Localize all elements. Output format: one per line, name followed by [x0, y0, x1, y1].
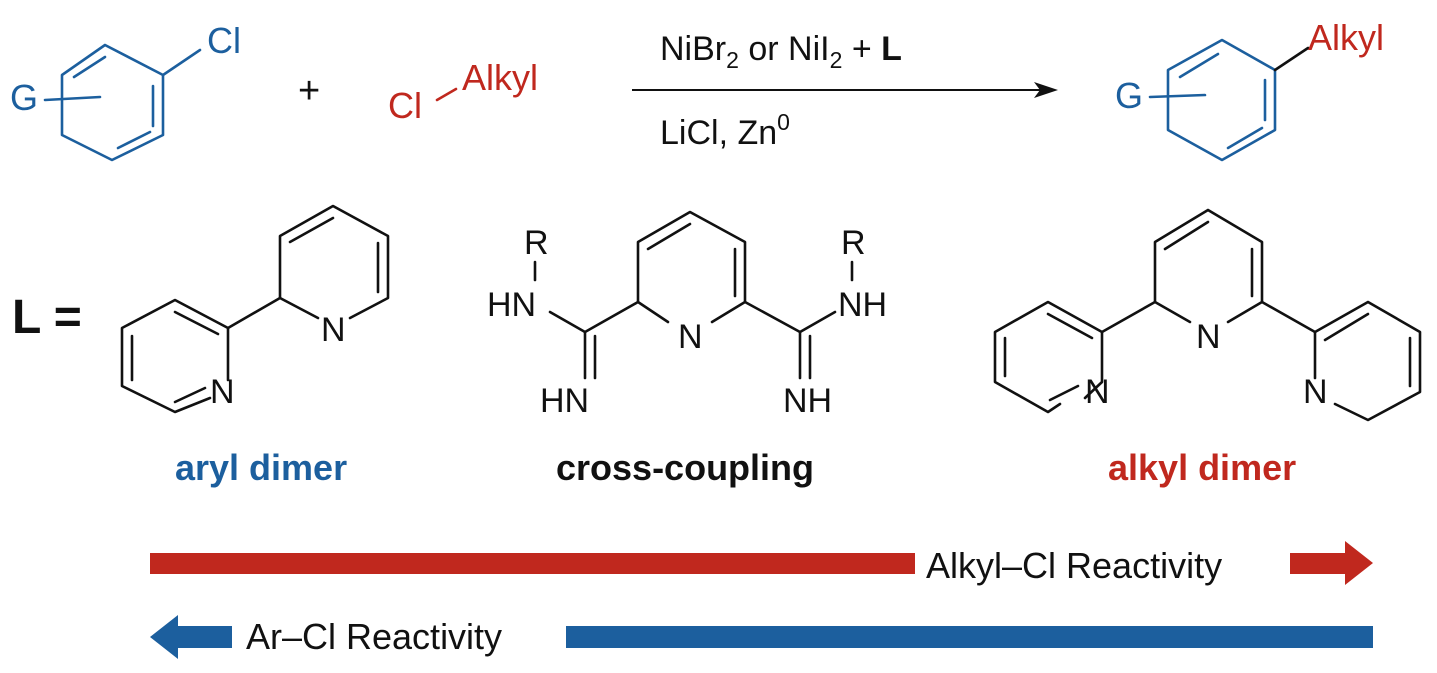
- amidine-nh-right: NH: [838, 286, 887, 324]
- amidine-r-left: R: [524, 224, 549, 262]
- amidine-n-center: N: [678, 318, 703, 356]
- caption-alkyl-dimer: alkyl dimer: [1108, 447, 1296, 488]
- amidine-ligand: R HN HN N R NH NH cross-coupling: [487, 210, 887, 488]
- caption-cross-coupling: cross-coupling: [556, 447, 814, 488]
- aryl-reactivity-bar: [566, 626, 1373, 648]
- alkyl-reactivity-label: Alkyl–Cl Reactivity: [926, 545, 1222, 586]
- terpy-n-center: N: [1196, 318, 1221, 356]
- product-alkyl-label: Alkyl: [1308, 17, 1384, 58]
- terpy-n-left: N: [1085, 373, 1110, 411]
- amidine-imine-left: HN: [540, 382, 589, 420]
- terpy-n-right: N: [1303, 373, 1328, 411]
- amidine-imine-right: NH: [783, 382, 832, 420]
- aryl-reactivity-label: Ar–Cl Reactivity: [246, 616, 502, 657]
- reaction-arrow: [632, 82, 1058, 98]
- caption-aryl-dimer: aryl dimer: [175, 447, 347, 488]
- alkyl-group-label: Alkyl: [462, 57, 538, 98]
- conditions-reductant: LiCl, Zn0: [660, 109, 790, 152]
- amidine-hn-left: HN: [487, 286, 536, 324]
- alkyl-cl-label: Cl: [388, 85, 422, 126]
- ligand-label: L =: [12, 291, 82, 344]
- bipy-n-left: N: [210, 373, 235, 411]
- alkyl-reactivity-arrow: Alkyl–Cl Reactivity: [150, 541, 1373, 586]
- aryl-reactivity-arrow: Ar–Cl Reactivity: [150, 615, 1373, 659]
- bipyridine-ligand: N N aryl dimer: [120, 204, 390, 488]
- plus-sign: +: [298, 70, 320, 112]
- aryl-cl-label: Cl: [207, 20, 241, 61]
- alkyl-reactivity-bar: [150, 553, 915, 574]
- alkyl-reactivity-arrowhead: [1290, 541, 1373, 585]
- conditions-catalyst: NiBr2 or NiI2 + L: [660, 30, 902, 73]
- benzene-ring: [60, 43, 165, 162]
- aryl-reactivity-arrowhead: [150, 615, 232, 659]
- terpyridine-ligand: N N N alkyl dimer: [993, 208, 1422, 488]
- aryl-g-label: G: [10, 77, 38, 118]
- amidine-r-right: R: [841, 224, 866, 262]
- product-benzene-ring: [1166, 38, 1277, 162]
- alkyl-chloride: Cl Alkyl: [388, 57, 538, 126]
- product-g-label: G: [1115, 75, 1143, 116]
- bipy-n-right: N: [321, 311, 346, 349]
- aryl-chloride: Cl G: [10, 20, 241, 162]
- product: Alkyl G: [1115, 17, 1384, 162]
